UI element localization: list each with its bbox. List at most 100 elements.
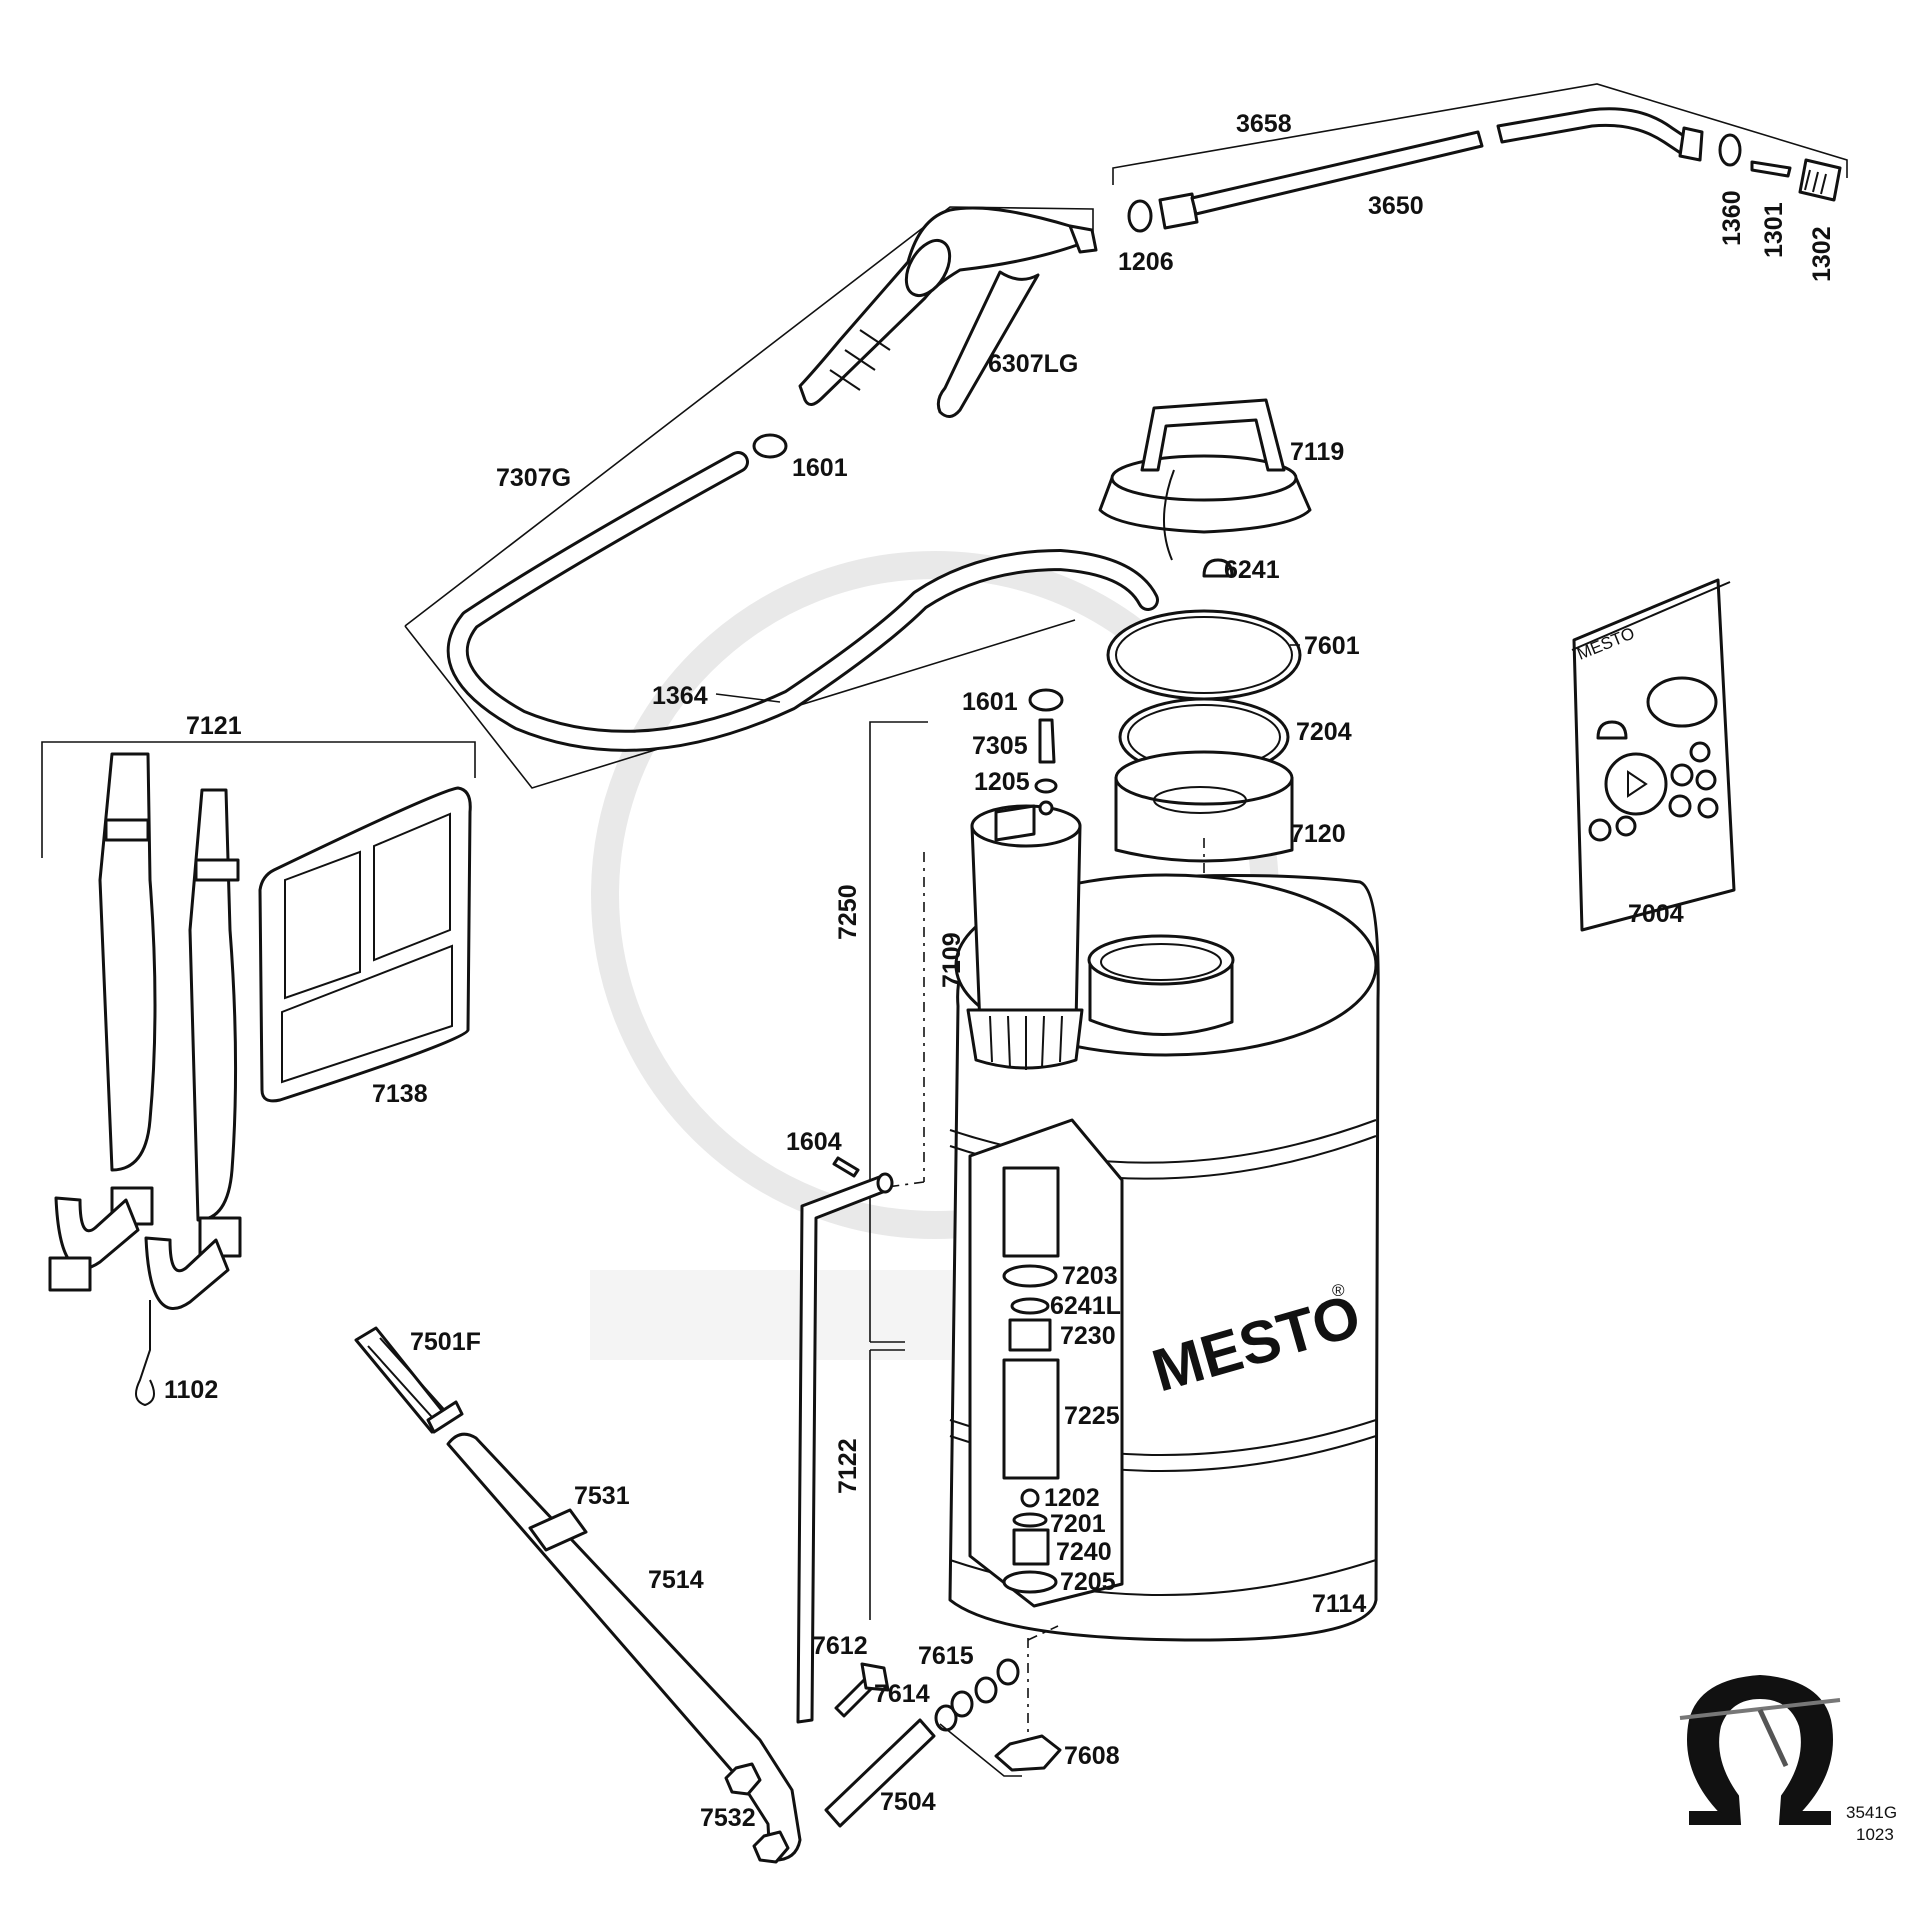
tube-fitting (1678, 126, 1704, 162)
label-7514: 7514 (648, 1566, 704, 1594)
label-7203: 7203 (1062, 1262, 1118, 1290)
axle-7504 (824, 1718, 936, 1828)
label-7225: 7225 (1064, 1402, 1120, 1430)
label-7250: 7250 (834, 884, 862, 940)
label-1604: 1604 (786, 1128, 842, 1156)
pin-1604 (832, 1156, 860, 1178)
label-7531: 7531 (574, 1482, 630, 1510)
label-7614: 7614 (874, 1680, 930, 1708)
label-1302: 1302 (1808, 226, 1836, 282)
label-6241L: 6241L (1050, 1292, 1121, 1320)
lever-assembly (354, 1326, 1062, 1864)
ring-7201 (1012, 1512, 1048, 1528)
label-1301: 1301 (1760, 202, 1788, 258)
lid-handle (1140, 398, 1286, 472)
lance-assembly (1112, 83, 1848, 233)
omega-icon (1687, 1674, 1833, 1825)
label-7204: 7204 (1296, 718, 1352, 746)
repair-kit-card (1572, 578, 1736, 932)
manufacturer-logo (1679, 1674, 1841, 1825)
connector-3650 (1158, 192, 1199, 230)
nipple-7305 (1038, 718, 1056, 764)
label-7114: 7114 (1312, 1590, 1366, 1618)
label-1360: 1360 (1718, 190, 1746, 246)
label-7121: 7121 (186, 712, 242, 740)
pump-rod-7122 (796, 1156, 894, 1724)
nozzle-cap-1302 (1798, 158, 1842, 202)
hose-1364 (404, 451, 1159, 789)
pump-7109 (869, 688, 1084, 1620)
label-1601-pump: 1601 (962, 688, 1018, 716)
ball-1202 (1020, 1488, 1040, 1508)
kit-valve-seat (1604, 752, 1668, 816)
label-7201: 7201 (1050, 1510, 1106, 1538)
label-3658: 3658 (1236, 110, 1292, 138)
strap-buckle (104, 818, 150, 842)
pump-hose-port (994, 804, 1036, 842)
shoulder-strap-right (188, 788, 238, 1222)
label-6241: 6241 (1224, 556, 1280, 584)
label-7501F: 7501F (410, 1328, 481, 1356)
label-1102: 1102 (164, 1376, 218, 1404)
clamp-1601 (1028, 688, 1064, 712)
label-7532: 7532 (700, 1804, 756, 1832)
label-1364: 1364 (652, 682, 708, 710)
label-7601: 7601 (1304, 632, 1360, 660)
washer-1360 (1718, 133, 1742, 167)
label-7138: 7138 (372, 1080, 428, 1108)
strap-assembly-7121 (41, 741, 476, 1407)
label-7120: 7120 (1290, 820, 1346, 848)
label-7305: 7305 (972, 732, 1028, 760)
nut-7532-a (724, 1762, 762, 1796)
nut-7532-b (752, 1830, 790, 1864)
seal-7203 (1002, 1264, 1058, 1288)
registered-mark: ® (1332, 1281, 1345, 1300)
bent-tube-3658 (1496, 107, 1692, 156)
label-1202: 1202 (1044, 1484, 1100, 1512)
seal-7205 (1002, 1570, 1058, 1594)
pump-chamber (970, 824, 1082, 1037)
tube-3650 (1190, 130, 1484, 216)
label-7608: 7608 (1064, 1742, 1120, 1770)
label-7119: 7119 (1290, 438, 1344, 466)
washer-1206 (1127, 199, 1153, 233)
repair-kit-7004 (1571, 578, 1736, 932)
valve-7240 (1012, 1528, 1050, 1566)
fill-lid-group (1098, 398, 1312, 930)
label-7612: 7612 (812, 1632, 868, 1660)
pump-tube (1002, 1166, 1060, 1258)
nut-7608 (994, 1734, 1062, 1772)
label-7615: 7615 (918, 1642, 974, 1670)
label-7230: 7230 (1060, 1322, 1116, 1350)
doc-code: 3541G (1846, 1803, 1897, 1822)
label-7205: 7205 (1060, 1568, 1116, 1596)
dragonfly-icon (1679, 1698, 1841, 1720)
piston-7230 (1008, 1318, 1052, 1352)
nozzle-insert-1301 (1750, 160, 1792, 178)
part-labels: 3658 3650 1206 1360 1301 1302 6307LG 160… (164, 110, 1897, 1844)
washer-7615 (974, 1676, 998, 1704)
hook-1102 (135, 1300, 155, 1407)
label-7307G: 7307G (496, 464, 571, 492)
doc-date: 1023 (1856, 1825, 1894, 1844)
label-1206: 1206 (1118, 248, 1174, 276)
label-1601-valve: 1601 (792, 454, 848, 482)
cylinder-7225 (1002, 1358, 1060, 1480)
valve-6241 (1202, 558, 1234, 578)
label-6307LG: 6307LG (988, 350, 1078, 378)
valve-trigger (936, 270, 1040, 418)
label-3650: 3650 (1368, 192, 1424, 220)
label-7504: 7504 (880, 1788, 936, 1816)
label-7109: 7109 (938, 932, 966, 988)
o-ring-7601 (1106, 609, 1302, 701)
shoulder-strap-left (98, 752, 157, 1172)
seal-6241L (1010, 1297, 1050, 1315)
o-ring-1205 (1034, 778, 1058, 794)
clip-7531 (528, 1508, 588, 1552)
shut-off-valve-6307LG (404, 206, 1098, 627)
label-7004: 7004 (1628, 900, 1684, 928)
label-7122: 7122 (834, 1438, 862, 1494)
hose-clamp-1601 (752, 433, 788, 459)
